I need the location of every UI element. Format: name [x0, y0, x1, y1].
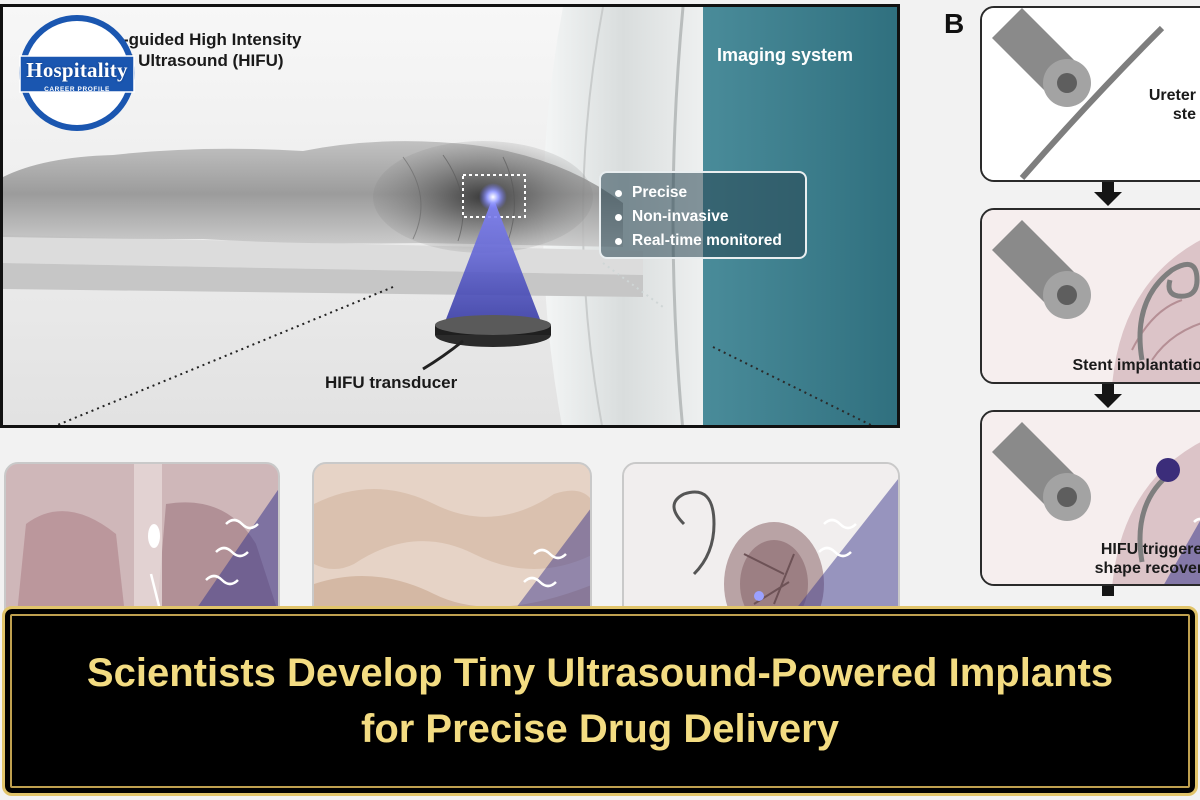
- scene-title-line-1: -guided High Intensity: [123, 30, 302, 49]
- logo-wordmark: Hospitality: [26, 58, 128, 82]
- bullet-icon: [615, 213, 622, 221]
- panel-b-step-2: Stent implantation: [980, 208, 1200, 384]
- down-arrow-icon: [1094, 192, 1122, 206]
- inset-kidney: [622, 462, 900, 622]
- hifu-shape-recovery-illustration: [982, 412, 1200, 584]
- step-2-caption: Stent implantation: [1072, 356, 1200, 375]
- feature-item: Real-time monitored: [615, 229, 795, 253]
- feature-label: Real-time monitored: [632, 232, 782, 249]
- logo-badge-icon: [19, 15, 135, 131]
- flow-arrow-stem: [1102, 384, 1114, 394]
- kidney-illustration: [624, 464, 898, 620]
- panel-b-step-3: HIFU triggered shape recovery: [980, 410, 1200, 586]
- headline-banner: Scientists Develop Tiny Ultrasound-Power…: [2, 606, 1198, 796]
- step-3-text: HIFU triggered shape recovery: [1094, 541, 1200, 577]
- headline-line-1: Scientists Develop Tiny Ultrasound-Power…: [86, 651, 1114, 695]
- feature-item: Precise: [615, 181, 795, 205]
- inset-intestine: [312, 462, 592, 622]
- panel-b-label: B: [944, 8, 965, 39]
- feature-item: Non-invasive: [615, 205, 795, 229]
- stent-implantation-illustration: [982, 210, 1200, 382]
- headline-line-2: for Precise Drug Delivery: [361, 707, 839, 751]
- logo-tagline: CAREER PROFILE: [44, 86, 110, 93]
- flow-arrow-stem: [1102, 586, 1114, 596]
- feature-label: Non-invasive: [632, 208, 729, 225]
- flow-arrow-stem: [1102, 182, 1114, 192]
- feature-label: Precise: [632, 184, 688, 201]
- step-2-text: Stent implantation: [1072, 357, 1200, 374]
- article-headline[interactable]: Scientists Develop Tiny Ultrasound-Power…: [35, 645, 1165, 757]
- lung-illustration: [6, 464, 278, 620]
- scene-title-line-2: d Ultrasound (HIFU): [123, 51, 284, 70]
- bullet-icon: [615, 237, 622, 245]
- hifu-scene-illustration: [3, 7, 897, 425]
- scene-title: -guided High Intensity d Ultrasound (HIF…: [123, 29, 383, 71]
- step-1-caption: Ureter ste: [1149, 86, 1196, 124]
- transducer-label: HIFU transducer: [325, 373, 458, 392]
- down-arrow-icon: [1094, 394, 1122, 408]
- step-3-caption: HIFU triggered shape recovery: [1095, 540, 1200, 578]
- inset-lung: [4, 462, 280, 622]
- hifu-scene-panel: -guided High Intensity d Ultrasound (HIF…: [0, 4, 900, 428]
- intestine-illustration: [314, 464, 590, 620]
- imaging-system-label: Imaging system: [717, 45, 854, 65]
- site-logo[interactable]: Hospitality CAREER PROFILE: [18, 14, 136, 132]
- feature-list-box: Precise Non-invasive Real-time monitored: [599, 171, 807, 259]
- step-1-text: Ureter ste: [1148, 87, 1196, 123]
- ureteral-stent-illustration: [982, 8, 1200, 180]
- bullet-icon: [615, 189, 622, 197]
- panel-b-step-1: Ureter ste: [980, 6, 1200, 182]
